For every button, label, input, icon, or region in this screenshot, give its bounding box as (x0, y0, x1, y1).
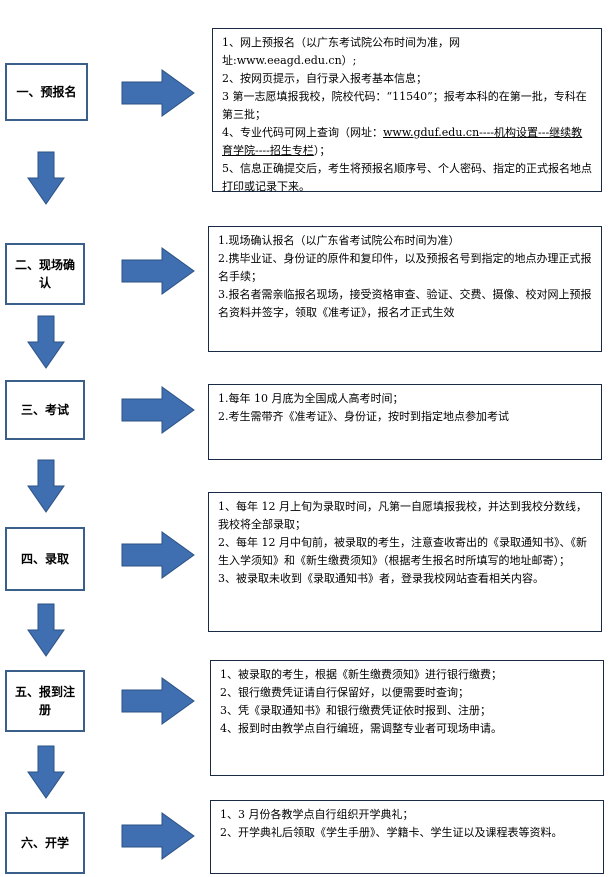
step-1-line-4-prefix: 4、专业代码可网上查询（网址： (222, 126, 383, 139)
step-1-line-1: 1、网上预报名（以广东考试院公布时间为准，网址:www.eeagd.edu.cn… (222, 36, 460, 67)
step-6-title: 六、开学 (20, 836, 69, 850)
step-1-line-4-suffix: ）； (313, 144, 331, 157)
step-1-line-5: 5、信息正确提交后，考生将预报名顺序号、个人密码、指定的正式报名地点打印或记录下… (222, 162, 592, 193)
right-arrow-6 (121, 812, 195, 860)
step-1-title: 一、预报名 (16, 85, 77, 99)
step-3-details: 1.每年 10 月底为全国成人高考时间； 2.考生需带齐《准考证》、身份证，按时… (208, 384, 602, 460)
step-2-line-1: 1.现场确认报名（以广东省考试院公布时间为准） (218, 234, 460, 247)
down-arrow-5 (27, 745, 65, 799)
step-4-line-1: 1、每年 12 月上旬为录取时间，凡第一自愿填报我校，并达到我校分数线，我校将全… (218, 500, 587, 531)
step-1-details: 1、网上预报名（以广东考试院公布时间为准，网址:www.eeagd.edu.cn… (212, 28, 602, 193)
right-arrow-4 (121, 531, 195, 579)
step-5-details: 1、被录取的考生，根据《新生缴费须知》进行银行缴费； 2、银行缴费凭证请自行保留… (210, 660, 604, 776)
step-1-line-2: 2、按网页提示，自行录入报考基本信息； (222, 72, 427, 85)
step-5-line-2: 2、银行缴费凭证请自行保留好，以便需要时查询； (220, 686, 469, 699)
step-1-box: 一、预报名 (5, 63, 88, 121)
step-6-details: 1、3 月份各教学点自行组织开学典礼； 2、开学典礼后领取《学生手册》、学籍卡、… (210, 800, 604, 874)
step-6-box: 六、开学 (5, 812, 85, 874)
down-arrow-2 (27, 315, 65, 369)
step-1-line-3: 3 第一志愿填报我校，院校代码：“11540”；报考本科的在第一批，专科在第三批… (222, 90, 587, 121)
step-5-box: 五、报到注册 (5, 670, 85, 732)
step-2-details: 1.现场确认报名（以广东省考试院公布时间为准） 2.携毕业证、身份证的原件和复印… (208, 226, 602, 352)
down-arrow-4 (27, 603, 65, 657)
step-3-line-1: 1.每年 10 月底为全国成人高考时间； (218, 392, 404, 405)
step-1-line-4: 4、专业代码可网上查询（网址：www.gduf.edu.cn----机构设置--… (222, 124, 593, 160)
step-4-line-3: 3、被录取未收到《录取通知书》者，登录我校网站查看相关内容。 (218, 572, 544, 585)
right-arrow-5 (121, 677, 195, 725)
step-2-box: 二、现场确认 (5, 243, 85, 305)
step-5-title: 五、报到注册 (14, 685, 75, 717)
step-5-line-1: 1、被录取的考生，根据《新生缴费须知》进行银行缴费； (220, 668, 502, 681)
step-2-title: 二、现场确认 (14, 258, 75, 290)
step-4-details: 1、每年 12 月上旬为录取时间，凡第一自愿填报我校，并达到我校分数线，我校将全… (208, 492, 602, 632)
step-2-line-2: 2.携毕业证、身份证的原件和复印件，以及预报名号到指定的地点办理正式报名手续； (218, 252, 592, 283)
down-arrow-1 (27, 151, 65, 205)
gduf-website-link[interactable]: www.gduf.edu.cn----机构设置---继续教育学院----招生专栏 (222, 126, 583, 157)
step-6-line-2: 2、开学典礼后领取《学生手册》、学籍卡、学生证以及课程表等资料。 (220, 826, 563, 839)
step-5-line-3: 3、凭《录取通知书》和银行缴费凭证依时报到、注册； (220, 704, 491, 717)
step-6-line-1: 1、3 月份各教学点自行组织开学典礼； (220, 808, 414, 821)
step-3-line-2: 2.考生需带齐《准考证》、身份证，按时到指定地点参加考试 (218, 410, 509, 423)
step-2-line-3: 3.报名者需亲临报名现场，接受资格审查、验证、交费、摄像、校对网上预报名资料并签… (218, 288, 592, 319)
step-3-box: 三、考试 (5, 380, 85, 440)
step-4-title: 四、录取 (20, 552, 69, 566)
step-3-title: 三、考试 (20, 403, 69, 417)
step-4-line-2: 2、每年 12 月中旬前，被录取的考生，注意查收寄出的《录取通知书》、《新生入学… (218, 536, 587, 567)
right-arrow-3 (121, 386, 195, 434)
right-arrow-1 (121, 69, 195, 117)
right-arrow-2 (121, 247, 195, 295)
step-5-line-4: 4、报到时由教学点自行编班，需调整专业者可现场申请。 (220, 722, 502, 735)
down-arrow-3 (27, 459, 65, 513)
step-4-box: 四、录取 (5, 527, 85, 591)
